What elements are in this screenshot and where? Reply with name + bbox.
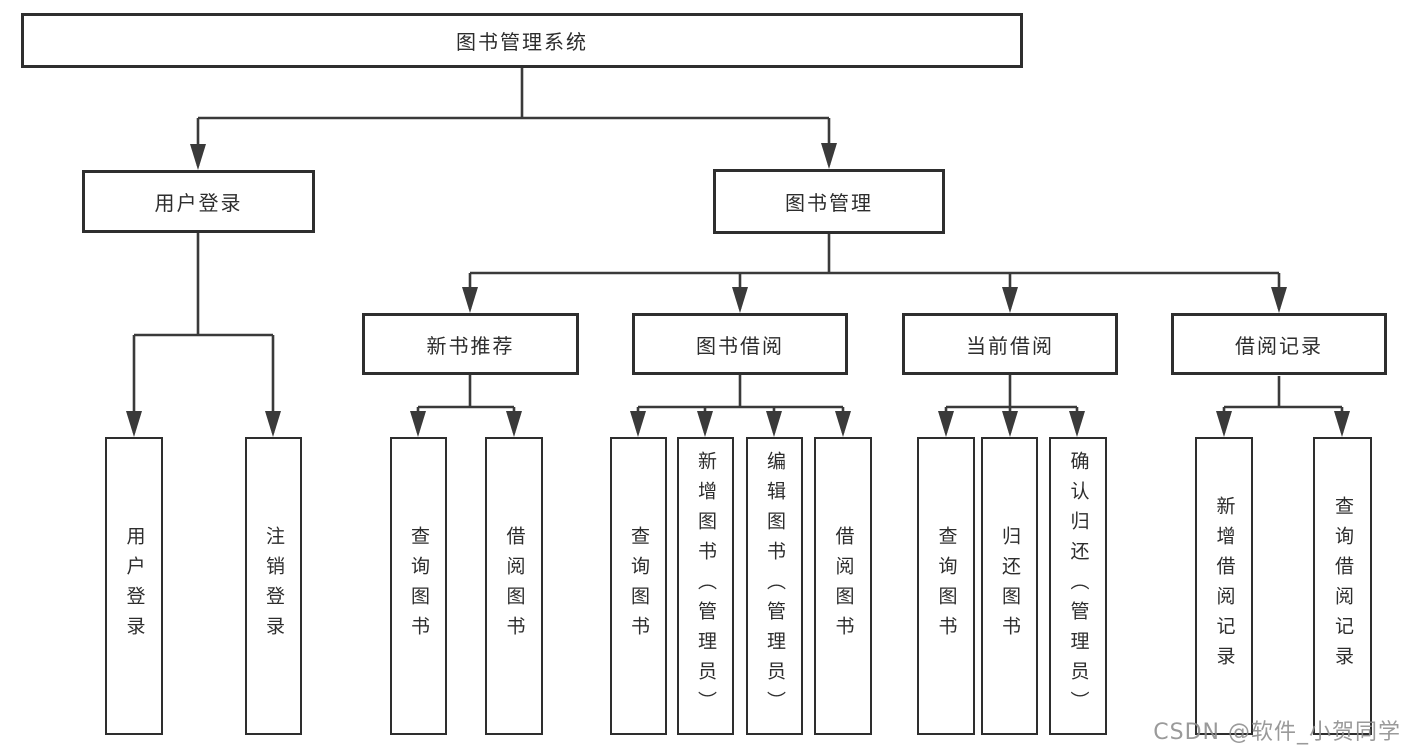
leaf-query-books-recommend: 查询图书 <box>390 437 447 735</box>
node-new-book-recommend: 新书推荐 <box>362 313 579 375</box>
leaf-add-books-admin-label: 新增图书（管理员） <box>695 451 717 721</box>
arrowhead <box>630 411 646 437</box>
arrowhead <box>697 411 713 437</box>
arrowhead <box>732 287 748 313</box>
leaf-confirm-return-admin-label: 确认归还（管理员） <box>1067 451 1090 721</box>
leaf-edit-books-admin: 编辑图书（管理员） <box>746 437 803 735</box>
leaf-return-books: 归还图书 <box>981 437 1038 735</box>
arrowhead <box>1216 411 1232 437</box>
arrowhead <box>1271 287 1287 313</box>
node-borrow-records: 借阅记录 <box>1171 313 1387 375</box>
csdn-watermark: CSDN @软件_小贺同学 <box>1153 720 1401 745</box>
arrowhead <box>821 143 837 169</box>
node-user-login-label: 用户登录 <box>154 191 243 215</box>
leaf-logout: 注销登录 <box>245 437 302 735</box>
arrowhead <box>265 411 281 437</box>
leaf-add-books-admin: 新增图书（管理员） <box>677 437 734 735</box>
leaf-user-login-label: 用户登录 <box>123 526 146 646</box>
leaf-borrow-books: 借阅图书 <box>814 437 872 735</box>
arrowhead <box>190 144 206 170</box>
arrowhead <box>1002 287 1018 313</box>
leaf-borrow-books-recommend: 借阅图书 <box>485 437 543 735</box>
leaf-borrow-books-label: 借阅图书 <box>832 526 855 646</box>
arrowhead <box>766 411 782 437</box>
arrowhead <box>835 411 851 437</box>
arrowhead <box>1334 411 1350 437</box>
node-borrow-records-label: 借阅记录 <box>1235 333 1323 358</box>
arrowhead <box>462 287 478 313</box>
leaf-return-books-label: 归还图书 <box>999 526 1021 646</box>
node-current-borrow-label: 当前借阅 <box>966 333 1054 358</box>
leaf-add-borrow-record: 新增借阅记录 <box>1195 437 1253 735</box>
node-root-label: 图书管理系统 <box>456 30 588 54</box>
node-book-management: 图书管理 <box>713 169 945 234</box>
leaf-query-borrow-record-label: 查询借阅记录 <box>1332 496 1354 676</box>
leaf-user-login: 用户登录 <box>105 437 163 735</box>
node-book-borrow: 图书借阅 <box>632 313 848 375</box>
node-user-login: 用户登录 <box>82 170 315 233</box>
node-book-borrow-label: 图书借阅 <box>696 333 784 358</box>
node-root: 图书管理系统 <box>21 13 1023 68</box>
leaf-query-books-borrow-label: 查询图书 <box>628 526 650 646</box>
leaf-query-books-borrow: 查询图书 <box>610 437 667 735</box>
leaf-confirm-return-admin: 确认归还（管理员） <box>1049 437 1107 735</box>
arrowhead <box>1002 411 1018 437</box>
node-book-management-label: 图书管理 <box>785 191 873 215</box>
leaf-borrow-books-recommend-label: 借阅图书 <box>503 526 526 646</box>
node-current-borrow: 当前借阅 <box>902 313 1118 375</box>
node-new-book-recommend-label: 新书推荐 <box>426 333 515 358</box>
leaf-logout-label: 注销登录 <box>263 526 285 646</box>
arrowhead <box>126 411 142 437</box>
leaf-query-books-current-label: 查询图书 <box>935 526 958 646</box>
leaf-query-books-current: 查询图书 <box>917 437 975 735</box>
arrowhead <box>1069 411 1085 437</box>
arrowhead <box>938 411 954 437</box>
leaf-query-borrow-record: 查询借阅记录 <box>1313 437 1372 735</box>
leaf-edit-books-admin-label: 编辑图书（管理员） <box>764 451 786 721</box>
leaf-query-books-recommend-label: 查询图书 <box>408 526 430 646</box>
arrowhead <box>410 411 426 437</box>
leaf-add-borrow-record-label: 新增借阅记录 <box>1213 496 1236 676</box>
arrowhead <box>506 411 522 437</box>
